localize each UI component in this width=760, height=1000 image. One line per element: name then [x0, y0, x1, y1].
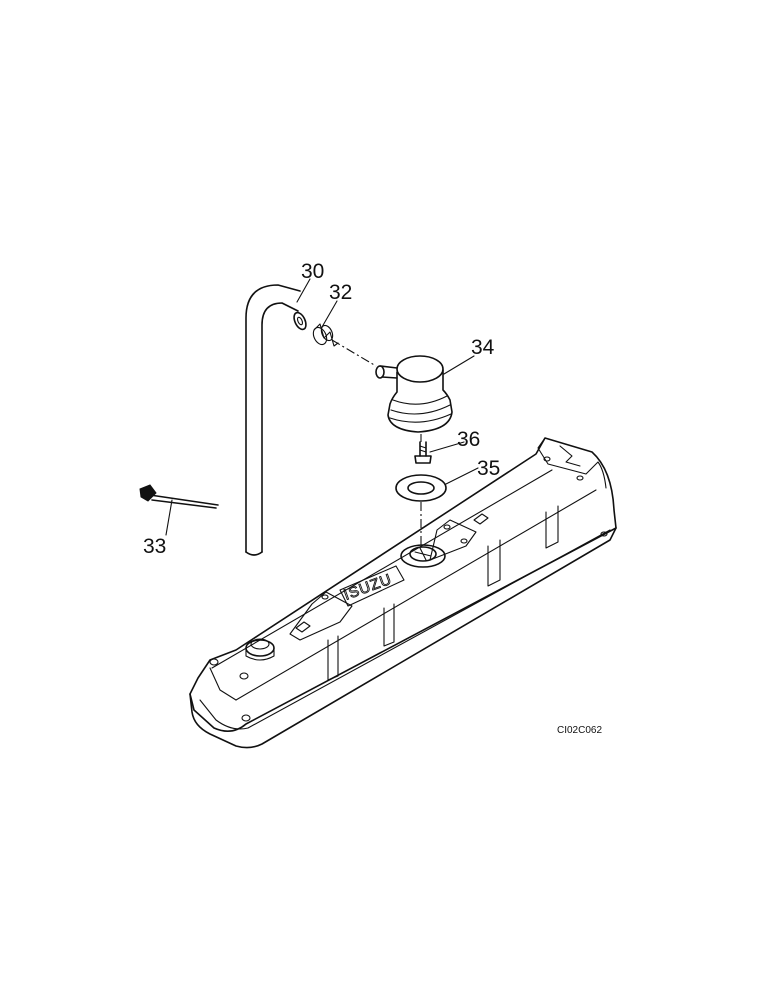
cable-tie-part-33	[139, 484, 219, 509]
callout-34: 34	[471, 336, 495, 359]
callout-33: 33	[143, 535, 166, 558]
figure-reference: CI02C062	[557, 725, 602, 736]
breather-part-34	[375, 355, 453, 433]
callout-35: 35	[477, 457, 500, 480]
leader-lines	[165, 278, 479, 536]
breather-hose-part-30	[245, 284, 307, 556]
callout-labels: 30 32 34 36 35 33	[143, 260, 500, 558]
callout-30: 30	[301, 260, 324, 283]
callout-36: 36	[457, 428, 480, 451]
rocker-cover: ISUZU	[189, 437, 617, 749]
assembly-center-lines	[331, 339, 422, 548]
gasket-part-35	[395, 474, 447, 502]
hose-clamp-part-32	[312, 323, 339, 347]
bolt-part-36	[414, 441, 432, 464]
callout-32: 32	[329, 281, 352, 304]
